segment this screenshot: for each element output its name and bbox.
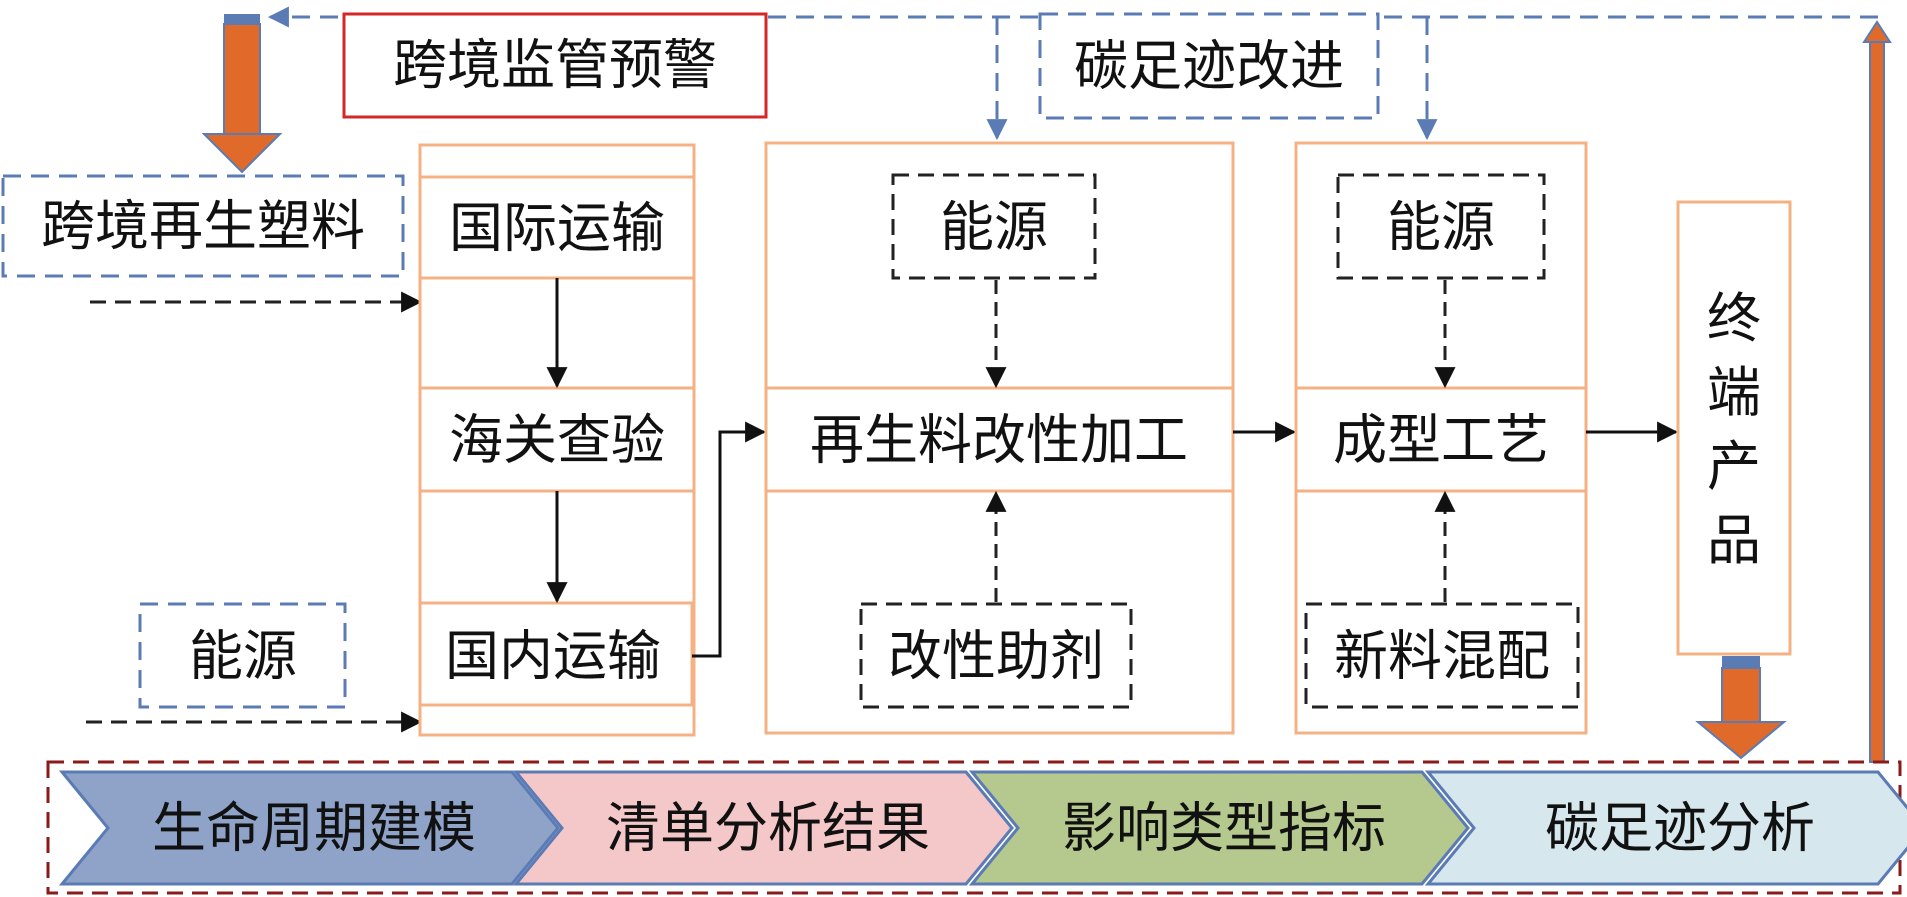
stage-chevrons: 生命周期建模 清单分析结果 影响类型指标 碳足迹分析	[58, 770, 1907, 886]
feedback-lines	[267, 6, 1878, 141]
modification-processing-label: 再生料改性加工	[810, 409, 1188, 472]
stage-impact-indicators-shape	[968, 770, 1470, 886]
product-down-arrow	[1695, 656, 1787, 760]
energy-left-label: 能源	[189, 625, 297, 688]
arrow-domestic-to-processing	[692, 421, 767, 658]
energy-mid-label: 能源	[940, 196, 1048, 259]
modification-additive-label: 改性助剂	[888, 625, 1104, 688]
stage-band	[46, 760, 1902, 895]
stage-carbon-footprint-shape	[1424, 770, 1907, 886]
stage-lifecycle-modeling-shape	[58, 770, 560, 886]
transport-column	[418, 143, 696, 737]
cross-border-warning-box: 跨境监管预警	[342, 12, 768, 119]
end-product-box: 终端产品	[1676, 200, 1792, 656]
virgin-blending-box: 新料混配	[1304, 602, 1580, 709]
end-product-label: 终端产品	[1707, 287, 1761, 572]
energy-left-box: 能源	[138, 602, 347, 709]
warning-down-arrow	[201, 14, 283, 174]
cross-border-plastic-label: 跨境再生塑料	[41, 195, 365, 258]
carbon-improvement-box: 碳足迹改进	[1038, 12, 1380, 120]
stage-carbon-footprint-label: 碳足迹分析	[1545, 797, 1815, 860]
virgin-blending-label: 新料混配	[1334, 625, 1550, 688]
forming-process-label: 成型工艺	[1333, 409, 1549, 472]
carbon-improvement-label: 碳足迹改进	[1074, 35, 1344, 98]
transport-international-label: 国际运输	[449, 197, 665, 260]
energy-right-box: 能源	[1336, 173, 1546, 280]
cross-border-plastic-box: 跨境再生塑料	[1, 174, 405, 278]
stage-inventory-analysis-label: 清单分析结果	[606, 797, 930, 860]
modification-additive-box: 改性助剂	[859, 602, 1133, 709]
transport-domestic-label: 国内运输	[445, 625, 661, 688]
cross-border-warning-label: 跨境监管预警	[393, 34, 717, 97]
stage-inventory-analysis-shape	[512, 770, 1014, 886]
stage-lifecycle-modeling-label: 生命周期建模	[152, 797, 476, 860]
energy-mid-box: 能源	[891, 173, 1097, 280]
customs-inspection-label: 海关查验	[449, 409, 665, 472]
return-arrow	[1862, 20, 1892, 763]
stage-impact-indicators-label: 影响类型指标	[1062, 797, 1386, 860]
energy-right-label: 能源	[1387, 196, 1495, 259]
